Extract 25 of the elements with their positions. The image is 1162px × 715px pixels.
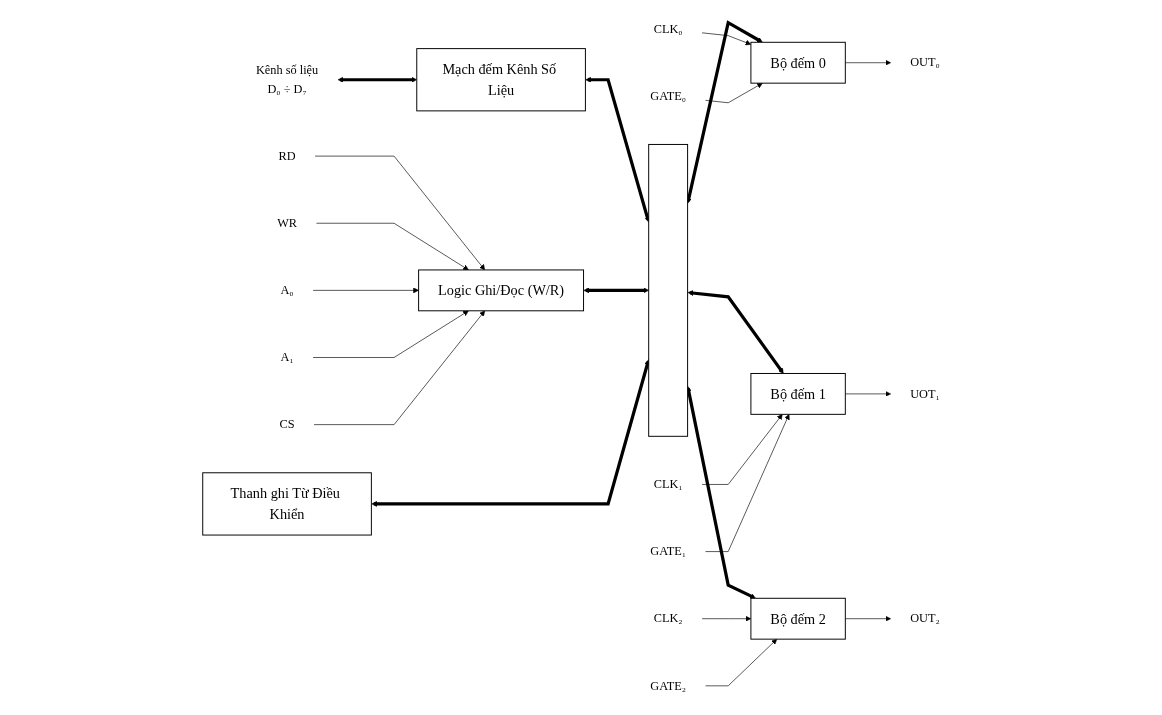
node-box: Thanh ghi Từ Điều Khiển <box>202 472 372 536</box>
node-text: CLK₀ <box>653 21 683 36</box>
arrow <box>583 287 649 294</box>
node-text: UOT₁ <box>910 386 940 401</box>
node-text: OUT₀ <box>910 55 940 70</box>
node-box: Bộ đếm 0 <box>750 41 846 84</box>
node-text: CLK₂ <box>653 611 683 626</box>
node-text: A₀ <box>280 283 294 297</box>
node-text: RD <box>278 148 296 163</box>
arrow <box>337 76 418 83</box>
node-box: Mạch đếm Kênh Số Liệu <box>416 48 586 112</box>
node-box: Bộ đếm 1 <box>750 373 846 415</box>
node-bar <box>648 143 689 437</box>
node-text: GATE₀ <box>650 88 687 103</box>
node-text: GATE₂ <box>650 678 687 693</box>
node-text: CLK₁ <box>653 477 683 491</box>
node-text: CS <box>279 417 295 431</box>
node-text: A₁ <box>280 350 294 364</box>
node-text: GATE₁ <box>650 544 687 558</box>
node-box: Logic Ghi/Đọc (W/R) <box>418 269 585 312</box>
node-box: Bộ đếm 2 <box>750 597 846 640</box>
node-text: WR <box>277 215 297 230</box>
node-text: Kênh số liệu D₀ ÷ D₇ <box>255 63 319 96</box>
arrow <box>687 290 784 374</box>
node-text: OUT₂ <box>910 611 940 626</box>
